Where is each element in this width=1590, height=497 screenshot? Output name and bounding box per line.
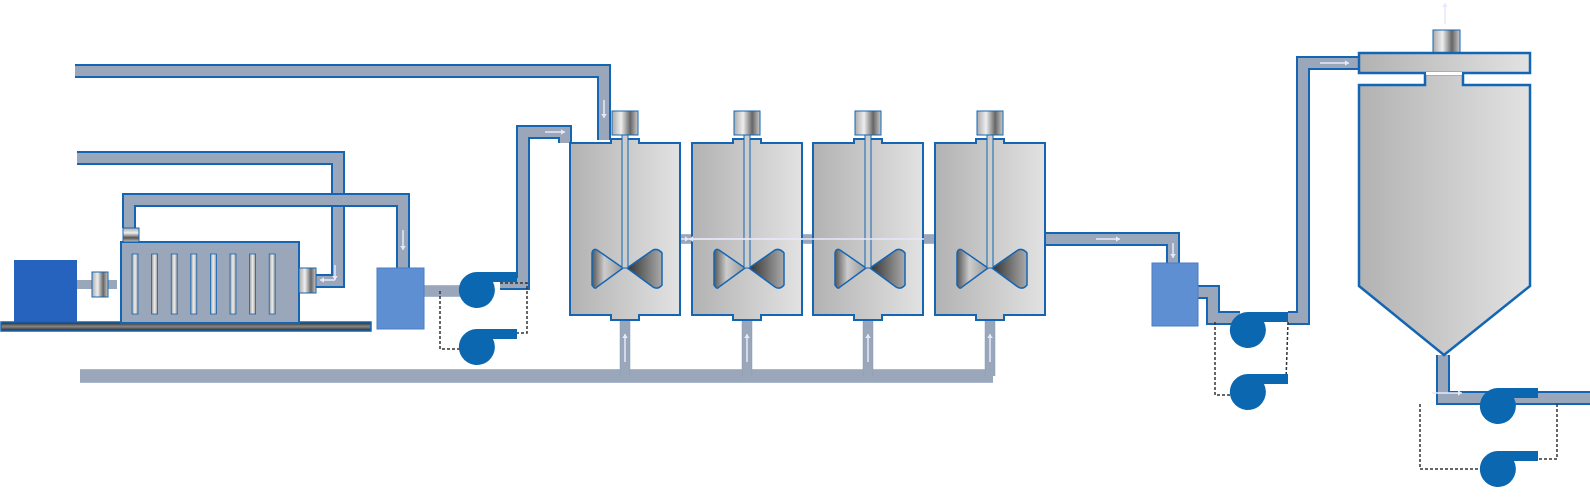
hx-slat: [268, 253, 276, 315]
flow-arrow-icon: [1320, 60, 1349, 66]
bypass-line-3: [1214, 322, 1232, 396]
agitator-motor: [854, 110, 882, 136]
arrow-head: [1170, 254, 1176, 258]
flow-arrow-icon: [1170, 243, 1176, 258]
hx-top-nozzle: [122, 227, 140, 243]
arrow-head: [561, 129, 565, 135]
hx-slat: [131, 253, 139, 315]
arrow-head: [685, 236, 689, 242]
pipe-box2-to-pump[interactable]: [1198, 287, 1240, 323]
impeller-blade-right: [868, 248, 906, 289]
impeller-blade-left: [834, 248, 868, 289]
impeller-blade-left: [591, 248, 625, 289]
impeller-blade-right: [747, 248, 785, 289]
pump-5[interactable]: [1479, 387, 1538, 424]
flow-arrow-icon: [320, 277, 335, 283]
bypass-line-5: [1419, 404, 1482, 470]
impeller-blade-left: [956, 248, 990, 289]
hx-side-nozzle: [298, 267, 317, 294]
arrow-head: [622, 334, 628, 338]
agitator-motor: [611, 110, 639, 136]
feed-tank-2[interactable]: [1151, 262, 1199, 327]
arrow-head: [332, 276, 338, 280]
bypass-line-2: [495, 282, 528, 334]
flow-arrow-icon: [1442, 3, 1448, 24]
impeller-blade-right: [990, 248, 1028, 289]
pump-4[interactable]: [1229, 373, 1288, 410]
flow-arrow-icon: [865, 334, 871, 362]
flow-arrow-icon: [622, 334, 628, 362]
agitator-motor: [976, 110, 1004, 136]
flow-arrow-icon: [1096, 236, 1120, 242]
arrow-head: [400, 246, 406, 250]
impeller-blade-left: [713, 248, 747, 289]
arrow-head: [601, 114, 607, 118]
separator-gap: [1426, 72, 1462, 75]
arrow-head: [1458, 390, 1462, 396]
arrow-head: [1442, 3, 1448, 7]
reactors: [569, 110, 1046, 321]
heat-exchanger-slats: [131, 253, 276, 315]
hx-slat: [209, 253, 217, 315]
hx-slat: [229, 253, 237, 315]
motor[interactable]: [14, 260, 77, 326]
hx-slat: [170, 253, 178, 315]
reactor-2[interactable]: [691, 110, 803, 321]
separator-body: [1357, 72, 1532, 357]
pump-2[interactable]: [458, 328, 517, 365]
bypass-line-1: [439, 291, 462, 350]
flow-arrows: [320, 3, 1462, 396]
reactor-3[interactable]: [812, 110, 924, 321]
flow-arrow-icon: [987, 334, 993, 362]
flow-arrow-icon: [545, 129, 565, 135]
separator[interactable]: [1357, 29, 1532, 357]
flow-arrow-icon: [1432, 390, 1462, 396]
arrow-head: [987, 334, 993, 338]
bypass-line-4: [1268, 321, 1289, 381]
arrow-head: [744, 334, 750, 338]
pumps: [458, 271, 1538, 487]
separator-top-plate: [1357, 51, 1532, 75]
pipe-separator-outlet[interactable]: [1438, 355, 1590, 403]
pump-6[interactable]: [1479, 450, 1538, 487]
pipe-hx-return[interactable]: [77, 153, 343, 286]
flow-arrow-icon: [681, 236, 689, 242]
feed-tank-1[interactable]: [376, 267, 425, 330]
pipe-pump-to-separator[interactable]: [1288, 58, 1359, 323]
reactor-4[interactable]: [934, 110, 1046, 321]
flow-arrow-icon: [400, 230, 406, 250]
arrow-head: [689, 236, 693, 242]
arrow-head: [320, 277, 324, 283]
agitator-shaft: [743, 134, 751, 269]
impeller-blade-right: [625, 248, 663, 289]
pipe-pump1-to-reactor[interactable]: [500, 127, 550, 288]
agitator-shaft: [986, 134, 994, 269]
bypass-line-6: [1520, 404, 1558, 460]
hx-slat: [190, 253, 198, 315]
reactor-1[interactable]: [569, 110, 681, 321]
hx-slat: [249, 253, 257, 315]
agitator-shaft: [621, 134, 629, 269]
flow-arrow-icon: [689, 236, 924, 242]
agitator-shaft: [864, 134, 872, 269]
arrow-head: [865, 334, 871, 338]
separator-stack: [1432, 29, 1461, 54]
hx-slat: [151, 253, 159, 315]
equipment: [0, 3, 1538, 487]
flow-arrow-icon: [332, 265, 338, 280]
arrow-head: [1345, 60, 1349, 66]
flow-arrow-icon: [744, 334, 750, 362]
arrow-head: [1116, 236, 1120, 242]
pipe-reactor4-out[interactable]: [1043, 234, 1178, 263]
flow-arrow-icon: [601, 100, 607, 118]
coupling: [91, 271, 109, 298]
agitator-motor: [733, 110, 761, 136]
pump-1[interactable]: [458, 271, 517, 308]
pump-3[interactable]: [1229, 311, 1288, 348]
